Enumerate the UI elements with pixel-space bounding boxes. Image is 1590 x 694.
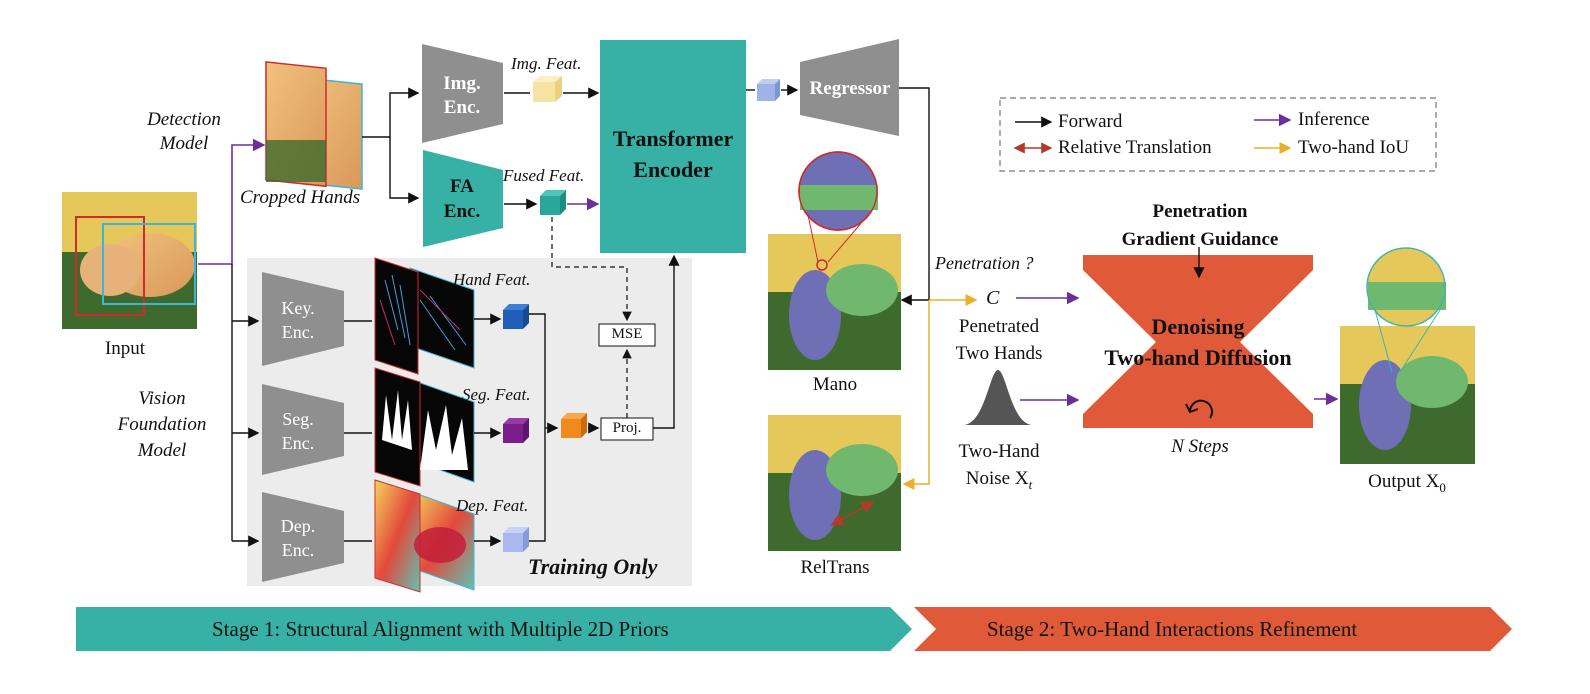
- img-enc-label: Img. Enc.: [443, 73, 481, 118]
- fa-enc-label: FA Enc.: [443, 176, 481, 222]
- n-steps-label: N Steps: [1171, 436, 1229, 457]
- keypoint-maps: [374, 257, 475, 375]
- noise-gaussian-shape: [964, 370, 1032, 425]
- fa-encoder-block: [423, 150, 503, 247]
- dep-feat-cube: [503, 527, 529, 552]
- transformer-output-cube: [757, 79, 780, 101]
- legend-two-hand-iou-label: Two-hand IoU: [1298, 137, 1410, 158]
- seg-enc-label: Seg. Enc.: [281, 409, 315, 453]
- transformer-encoder-block: [600, 40, 746, 253]
- regressor-label: Regressor: [809, 78, 891, 99]
- stage2-banner: [914, 607, 1512, 651]
- legend-inference-label: Inference: [1298, 109, 1370, 130]
- dep-enc-label: Dep. Enc.: [280, 516, 316, 560]
- penetration-question-label: Penetration ?: [935, 253, 1034, 273]
- legend-forward-label: Forward: [1058, 111, 1123, 132]
- two-hand-noise-label: Two-Hand Noise Xt: [944, 438, 1054, 498]
- denoising-diffusion-label: Denoising Two-hand Diffusion: [1104, 314, 1292, 370]
- seg-encoder-block: [262, 384, 344, 475]
- training-only-label: Training Only: [528, 554, 658, 579]
- legend-box: [999, 97, 1437, 172]
- cropped-hands-image: [265, 61, 363, 190]
- reltrans-image: [768, 415, 901, 551]
- mano-label: Mano: [812, 374, 858, 395]
- hand-feat-cube: [503, 304, 529, 329]
- mse-label: MSE: [611, 326, 643, 342]
- dep-feat-label: Dep. Feat.: [456, 496, 529, 515]
- hand-feat-label: Hand Feat.: [453, 270, 531, 289]
- output-label: Output X0: [1352, 471, 1462, 496]
- img-feat-label: Img. Feat.: [511, 54, 582, 73]
- noise-subscript: t: [1028, 476, 1033, 492]
- fused-feat-cube: [540, 190, 566, 215]
- output-subscript: 0: [1439, 479, 1446, 495]
- two-hand-noise-text: Two-Hand Noise X: [958, 441, 1040, 489]
- refresh-icon: [1185, 399, 1213, 419]
- mano-zoom-circle: [798, 151, 878, 263]
- segmentation-masks: [374, 367, 475, 487]
- depth-maps: [374, 479, 475, 593]
- transformer-encoder-label: Transformer Encoder: [612, 126, 734, 182]
- mse-box: [598, 323, 656, 347]
- stage2-label: Stage 2: Two-Hand Interactions Refinemen…: [987, 617, 1358, 641]
- img-encoder-block: [422, 44, 503, 143]
- detection-model-label: Detection Model: [147, 109, 221, 154]
- output-image: [1340, 326, 1475, 464]
- seg-feat-label: Seg. Feat.: [462, 385, 531, 404]
- penetration-gradient-guidance-label: Penetration Gradient Guidance: [1121, 201, 1279, 250]
- proj-label: Proj.: [612, 420, 642, 436]
- stage1-label: Stage 1: Structural Alignment with Multi…: [212, 617, 669, 641]
- legend-relative-translation-label: Relative Translation: [1058, 137, 1212, 158]
- img-feat-cube: [533, 76, 562, 102]
- cropped-hands-label: Cropped Hands: [240, 187, 361, 208]
- penetrated-two-hands-label: Penetrated Two Hands: [955, 316, 1043, 364]
- output-text: Output X: [1368, 471, 1440, 492]
- reltrans-label: RelTrans: [800, 557, 870, 578]
- mano-image: [768, 234, 901, 370]
- output-zoom-circle: [1366, 247, 1446, 373]
- fused-feat-label: Fused Feat.: [503, 166, 585, 185]
- regressor-block: [800, 39, 899, 136]
- key-enc-label: Key. Enc.: [281, 298, 315, 342]
- key-encoder-block: [262, 272, 344, 366]
- c-symbol-label: C: [986, 287, 1000, 309]
- dep-encoder-block: [262, 492, 344, 582]
- input-image: [62, 192, 197, 329]
- input-label: Input: [104, 338, 146, 359]
- merged-feat-cube: [561, 413, 587, 438]
- vision-foundation-model-label: Vision Foundation Model: [117, 388, 207, 461]
- seg-feat-cube: [503, 418, 529, 443]
- stage1-banner: [76, 607, 912, 651]
